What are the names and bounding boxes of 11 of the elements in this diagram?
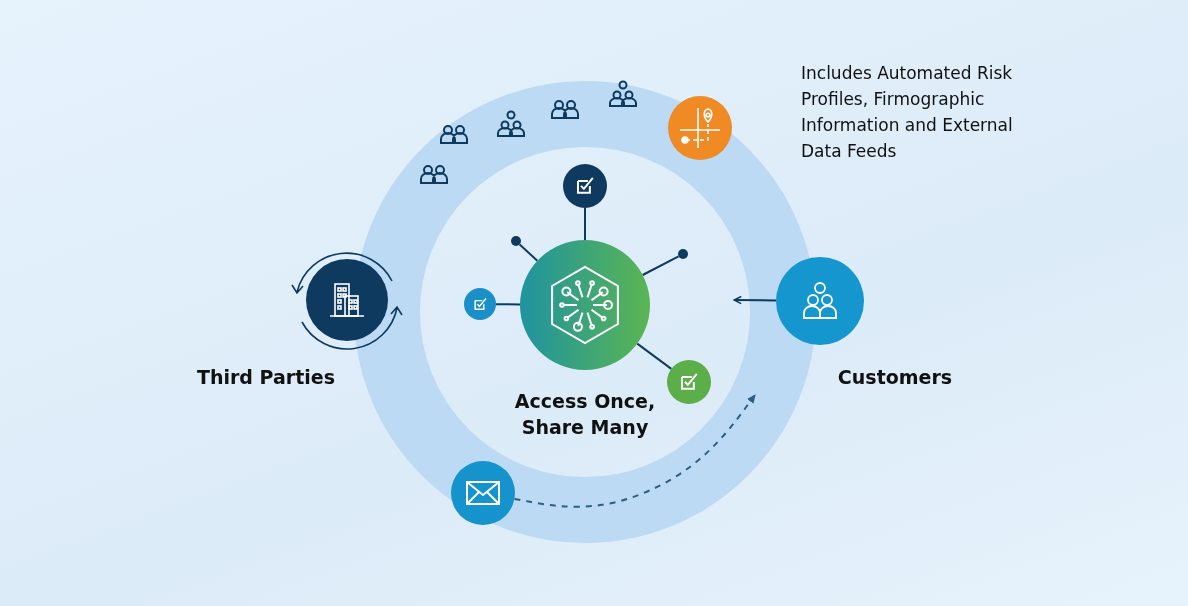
node-label: Third Parties — [196, 365, 336, 390]
connector-line — [584, 207, 586, 241]
connector-line — [636, 342, 673, 370]
arrow — [513, 394, 756, 508]
arrow — [733, 295, 777, 305]
note-text: Includes Automated Risk Profiles, Firmographic Information and External Data Feeds — [801, 62, 1014, 163]
node-label: Access Once, Share Many — [513, 389, 657, 440]
connector-line — [641, 255, 680, 276]
connector-line — [495, 303, 521, 306]
connector-line — [518, 243, 539, 262]
node-label: Customers — [836, 365, 954, 390]
